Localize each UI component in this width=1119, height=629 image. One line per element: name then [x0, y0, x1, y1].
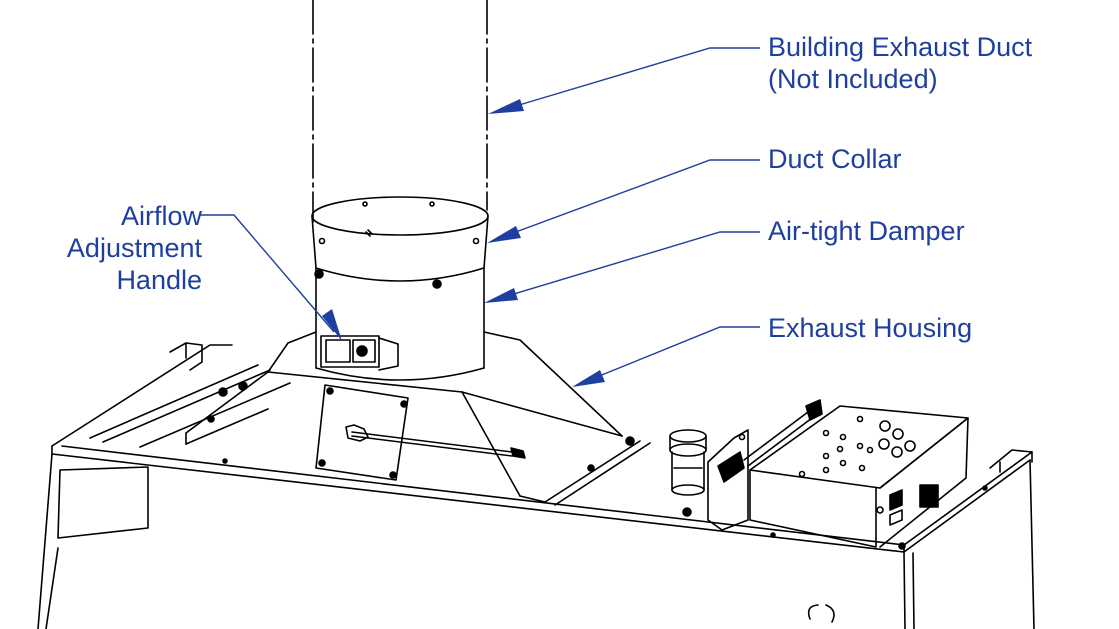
vent-pipe — [669, 429, 707, 496]
air-tight-damper — [315, 267, 485, 381]
building-exhaust-duct — [312, 0, 488, 223]
arrowhead-duct-collar — [487, 226, 521, 243]
leader-airflow-handle — [200, 214, 335, 333]
cabinet-front — [37, 453, 1035, 629]
callout-text-line: (Not Included) — [768, 64, 938, 94]
cabinet-top — [51, 342, 1033, 553]
arrowhead-exhaust-housing — [572, 370, 605, 387]
leader-duct-collar — [496, 159, 760, 240]
callout-duct-collar: Duct Collar — [768, 143, 902, 175]
callout-exhaust-housing: Exhaust Housing — [768, 312, 972, 344]
arrowhead-airflow-handle — [322, 309, 342, 341]
callout-text-line: Building Exhaust Duct — [768, 32, 1033, 62]
callout-airflow-adjustment-handle: Airflow Adjustment Handle — [52, 200, 202, 296]
airflow-adjustment-handle — [320, 335, 399, 371]
leader-exhaust-housing — [581, 326, 760, 384]
arrowhead-air-tight-damper — [484, 288, 518, 303]
callout-air-tight-damper: Air-tight Damper — [768, 215, 965, 247]
control-box — [749, 405, 969, 548]
callout-arrowheads — [322, 99, 605, 387]
callout-text-line: Duct Collar — [768, 144, 902, 174]
callout-text-line: Handle — [116, 265, 202, 295]
callout-text-line: Air-tight Damper — [768, 216, 965, 246]
callout-text-line: Exhaust Housing — [768, 313, 973, 343]
callout-leaders — [200, 47, 760, 384]
leader-air-tight-damper — [493, 231, 760, 301]
callout-text-line: Airflow — [120, 201, 202, 231]
callout-building-exhaust-duct: Building Exhaust Duct (Not Included) — [768, 31, 1032, 95]
arrowhead-building-exhaust-duct — [488, 99, 524, 114]
exhaust-housing — [185, 331, 623, 503]
mounting-bracket — [707, 399, 823, 531]
callout-text-line: Adjustment — [66, 233, 202, 263]
leader-building-exhaust-duct — [498, 47, 760, 112]
duct-collar — [311, 196, 489, 289]
